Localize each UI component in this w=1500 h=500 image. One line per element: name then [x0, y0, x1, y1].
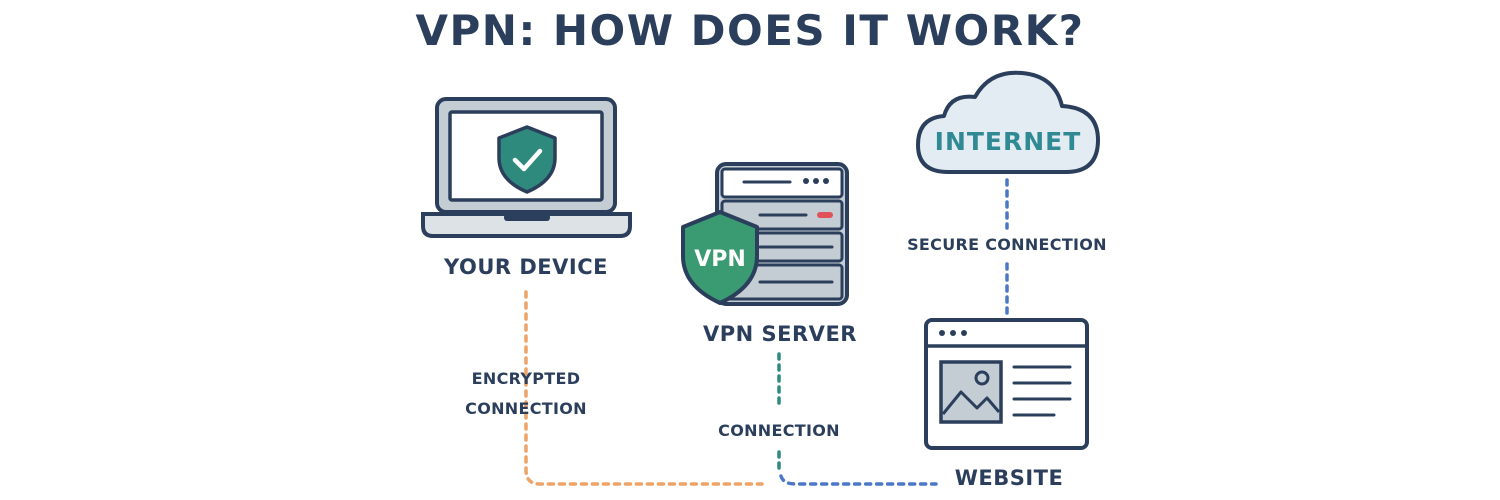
encrypted-connection-line2: CONNECTION	[465, 399, 587, 418]
website-label: WEBSITE	[954, 466, 1064, 490]
browser-window-icon	[924, 318, 1089, 450]
vpn-badge-text: VPN	[694, 247, 746, 272]
internet-label: INTERNET	[935, 127, 1082, 156]
your-device-label: YOUR DEVICE	[444, 255, 608, 279]
encrypted-connection-label: ENCRYPTED CONNECTION	[446, 364, 606, 424]
laptop-icon	[421, 97, 632, 238]
shield-check-icon	[497, 125, 557, 194]
vpn-shield-icon: VPN	[681, 210, 759, 305]
page-title: VPN: HOW DOES IT WORK?	[415, 6, 1085, 55]
server-connection-line	[777, 352, 938, 486]
encrypted-connection-line1: ENCRYPTED	[471, 369, 581, 388]
encrypted-connection-line	[524, 290, 764, 486]
secure-connection-label: SECURE CONNECTION	[907, 235, 1107, 254]
connection-label: CONNECTION	[718, 421, 840, 440]
cloud-icon: INTERNET	[916, 70, 1100, 174]
image-icon	[939, 360, 1003, 424]
vpn-server-label: VPN SERVER	[703, 322, 857, 346]
